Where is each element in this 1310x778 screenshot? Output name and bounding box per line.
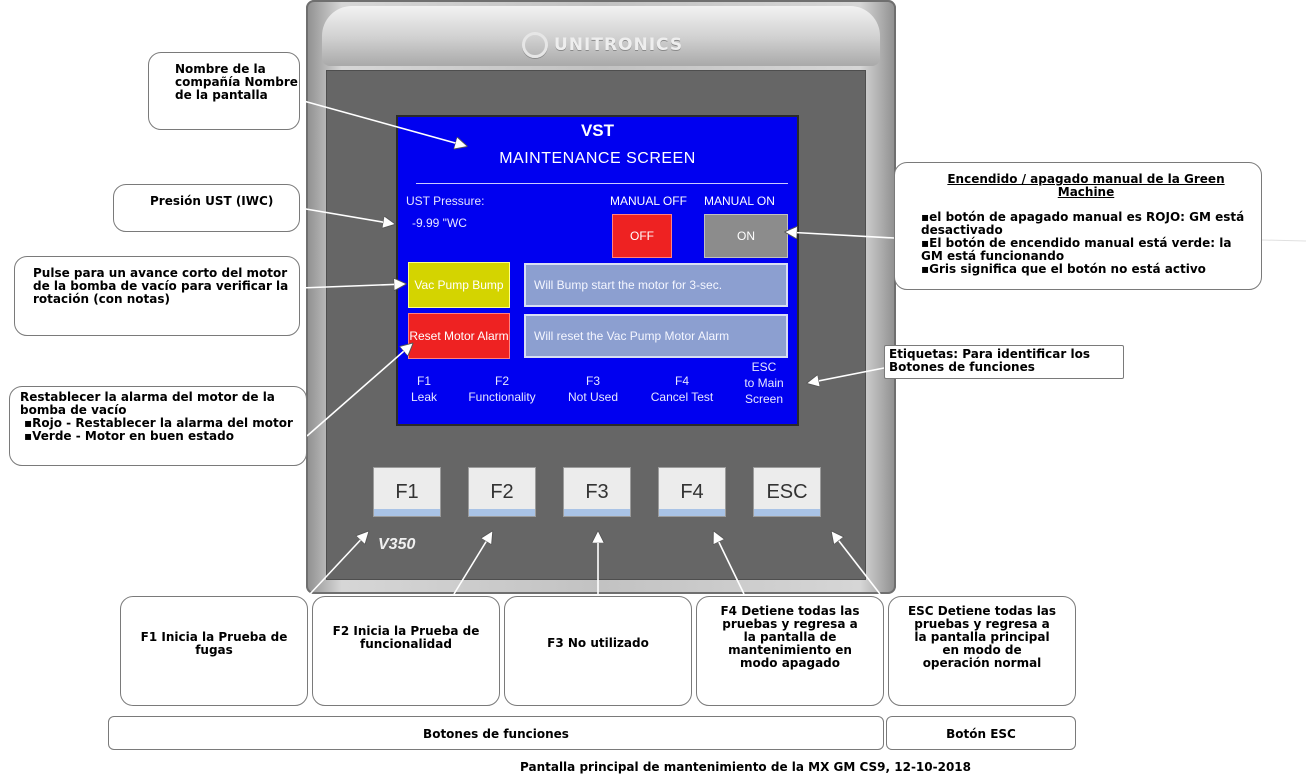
callout-manual-title: Encendido / apagado manual de la Green M…	[947, 172, 1225, 199]
label-esc-button: Botón ESC	[886, 716, 1076, 750]
callout-manual-bullet-grey: Gris significa que el botón no está acti…	[921, 263, 1251, 276]
callout-reset: Restablecer la alarma del motor de la bo…	[9, 386, 307, 466]
brand-name: UNITRONICS	[554, 35, 684, 55]
manual-on-label: MANUAL ON	[704, 194, 775, 208]
reset-message: Will reset the Vac Pump Motor Alarm	[524, 314, 788, 358]
manual-off-label: MANUAL OFF	[610, 194, 687, 208]
screen-title: VST	[580, 121, 615, 140]
callout-manual: Encendido / apagado manual de la Green M…	[894, 162, 1262, 290]
vac-pump-bump-button[interactable]: Vac Pump Bump	[408, 262, 510, 308]
callout-f1: F1 Inicia la Prueba de fugas	[120, 596, 308, 706]
screen-divider	[416, 183, 788, 184]
callout-labels: Etiquetas: Para identificar los Botones …	[884, 345, 1124, 379]
callout-f2: F2 Inicia la Prueba de funcionalidad	[312, 596, 500, 706]
key-f4[interactable]: F4	[658, 467, 726, 517]
pressure-value: -9.99 "WC	[412, 216, 467, 230]
brand-logo: UNITRONICS	[522, 28, 692, 62]
callout-reset-title: Restablecer la alarma del motor de la bo…	[20, 390, 275, 417]
callout-esc: ESC Detiene todas las pruebas y regresa …	[888, 596, 1076, 706]
callout-reset-bullet-red: Rojo - Restablecer la alarma del motor	[24, 417, 306, 430]
callout-bump: Pulse para un avance corto del motor de …	[14, 256, 300, 336]
callout-reset-bullet-green: Verde - Motor en buen estado	[24, 430, 306, 443]
callout-manual-bullet-on: El botón de encendido manual está verde:…	[921, 237, 1251, 263]
bump-message: Will Bump start the motor for 3-sec.	[524, 263, 788, 307]
callout-manual-bullet-off: el botón de apagado manual es ROJO: GM e…	[921, 211, 1251, 237]
callout-pressure: Presión UST (IWC)	[113, 184, 300, 232]
hmi-top-bezel	[322, 6, 880, 66]
pressure-label: UST Pressure:	[406, 194, 485, 208]
key-f3[interactable]: F3	[563, 467, 631, 517]
key-esc[interactable]: ESC	[753, 467, 821, 517]
key-f2[interactable]: F2	[468, 467, 536, 517]
callout-company-name: Nombre de la compañía Nombre de la panta…	[148, 52, 300, 130]
key-f1[interactable]: F1	[373, 467, 441, 517]
model-label: V350	[378, 536, 416, 553]
footer-caption: Pantalla principal de mantenimiento de l…	[520, 760, 972, 774]
screen-subtitle: MAINTENANCE SCREEN	[499, 150, 696, 167]
label-function-buttons: Botones de funciones	[108, 716, 884, 750]
callout-f3: F3 No utilizado	[504, 596, 692, 706]
hmi-screen: VST MAINTENANCE SCREEN UST Pressure: -9.…	[398, 117, 797, 424]
reset-motor-alarm-button[interactable]: Reset Motor Alarm	[408, 313, 510, 359]
unitronics-logo-icon	[522, 32, 548, 58]
manual-off-button[interactable]: OFF	[612, 214, 672, 258]
callout-f4: F4 Detiene todas las pruebas y regresa a…	[696, 596, 884, 706]
